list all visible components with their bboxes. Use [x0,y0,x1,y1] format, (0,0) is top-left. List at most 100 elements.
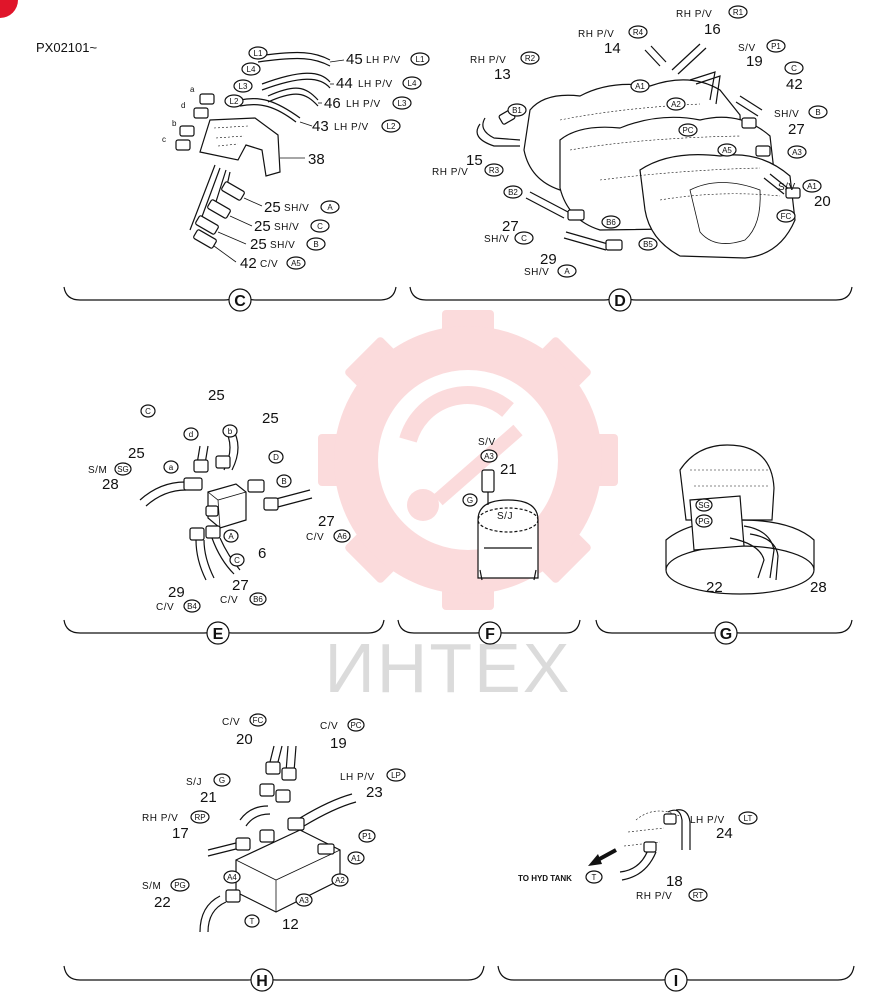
swivel-joint-label: S/J [497,511,513,522]
svg-text:P1: P1 [771,42,781,51]
svg-text:42: 42 [240,255,257,272]
svg-text:RT: RT [693,891,704,900]
svg-text:R3: R3 [489,166,500,175]
svg-text:A2: A2 [671,100,681,109]
svg-text:14: 14 [604,40,621,57]
part-label-i-18: 18 RH P/V RT [636,873,708,902]
svg-text:B: B [281,477,286,486]
part-label-h-23: LH P/V LP 23 [340,768,406,801]
svg-text:SH/V: SH/V [774,109,799,120]
svg-text:d: d [181,101,185,110]
svg-text:E: E [213,626,224,643]
section-c: L1 L4 L3 L2 a d b c 45 LH P/V L1 44 LH P… [63,46,430,312]
part-label-e-28: S/M SG 28 [88,462,132,493]
svg-text:L1: L1 [254,49,263,58]
svg-text:B6: B6 [253,595,263,604]
part-label-d-29: 29 SH/V A [524,251,577,278]
svg-text:A6: A6 [337,532,347,541]
part-label-c-42: 42 C/V A5 [240,255,306,272]
svg-text:S/V: S/V [478,437,496,448]
svg-text:A: A [228,532,234,541]
section-marker-i [664,968,688,992]
svg-text:LH P/V: LH P/V [334,122,369,133]
svg-text:A5: A5 [291,259,301,268]
svg-text:PG: PG [174,881,186,890]
svg-text:b: b [172,119,177,128]
svg-text:19: 19 [330,735,347,752]
svg-text:C: C [234,293,246,310]
svg-text:13: 13 [494,66,511,83]
part-label-c-25a: 25 SH/V A [264,199,340,216]
svg-text:27: 27 [318,513,335,530]
svg-text:C/V: C/V [260,259,278,270]
svg-text:b: b [228,427,233,436]
svg-text:C: C [145,407,151,416]
svg-text:C/V: C/V [222,717,240,728]
part-label-d-16: RH P/V R1 16 [676,5,748,38]
svg-text:21: 21 [200,789,217,806]
svg-text:SG: SG [698,501,710,510]
part-label-h-19: C/V PC 19 [320,718,365,752]
svg-text:P1: P1 [362,832,372,841]
part-label-d-14: RH P/V R4 14 [578,25,648,57]
svg-text:RH P/V: RH P/V [142,813,178,824]
svg-text:RP: RP [194,813,205,822]
svg-text:a: a [169,463,174,472]
part-label-d-27c: 27 SH/V C [484,218,534,245]
svg-text:D: D [273,453,279,462]
svg-text:R2: R2 [525,54,536,63]
svg-text:SH/V: SH/V [484,234,509,245]
svg-text:L4: L4 [408,79,417,88]
svg-text:FC: FC [253,716,264,725]
svg-text:C: C [234,556,240,565]
section-bracket-h [63,965,485,981]
svg-text:a: a [190,85,195,94]
svg-text:S/J: S/J [186,777,202,788]
section-i: LH P/V LT 24 18 RH P/V RT TO HYD TANK T … [497,809,855,992]
svg-text:B6: B6 [606,218,616,227]
part-label-c-25c: 25 SH/V C [254,218,330,235]
part-label-h-22: S/M PG 22 [142,878,190,911]
svg-text:A: A [327,203,333,212]
svg-text:C/V: C/V [320,721,338,732]
section-marker-d [608,288,632,312]
svg-text:FC: FC [781,212,792,221]
part-label-i-24: LH P/V LT 24 [690,811,758,842]
svg-text:29: 29 [540,251,557,268]
svg-text:L3: L3 [239,82,248,91]
svg-text:21: 21 [500,461,517,478]
svg-text:RH P/V: RH P/V [432,167,468,178]
watermark [318,310,618,610]
callouts-e: C d b a D B A C [140,404,292,567]
section-marker-g [714,621,738,645]
svg-text:42: 42 [786,76,803,93]
svg-text:44: 44 [336,75,353,92]
svg-text:SH/V: SH/V [274,222,299,233]
part-label-h-17: RH P/V RP 17 [142,810,210,842]
svg-text:R4: R4 [633,28,644,37]
svg-text:A3: A3 [484,452,494,461]
svg-text:17: 17 [172,825,189,842]
svg-text:22: 22 [154,894,171,911]
svg-text:LH P/V: LH P/V [340,772,375,783]
svg-text:A3: A3 [792,148,802,157]
svg-text:L1: L1 [416,55,425,64]
part-label-c-43: 43 LH P/V L2 [312,118,401,135]
svg-text:20: 20 [814,193,831,210]
svg-text:LT: LT [744,814,753,823]
svg-text:27: 27 [232,577,249,594]
part-label-h-12: 12 [282,916,299,933]
part-label-c-45: 45 LH P/V L1 [346,51,430,68]
section-marker-f [478,621,502,645]
svg-text:25: 25 [264,199,281,216]
corner-mark [0,0,18,18]
svg-text:C: C [521,234,527,243]
svg-text:15: 15 [466,152,483,169]
svg-text:C/V: C/V [306,532,324,543]
svg-text:19: 19 [746,53,763,70]
svg-text:D: D [614,293,626,310]
svg-text:RH P/V: RH P/V [470,55,506,66]
svg-text:A1: A1 [807,182,817,191]
